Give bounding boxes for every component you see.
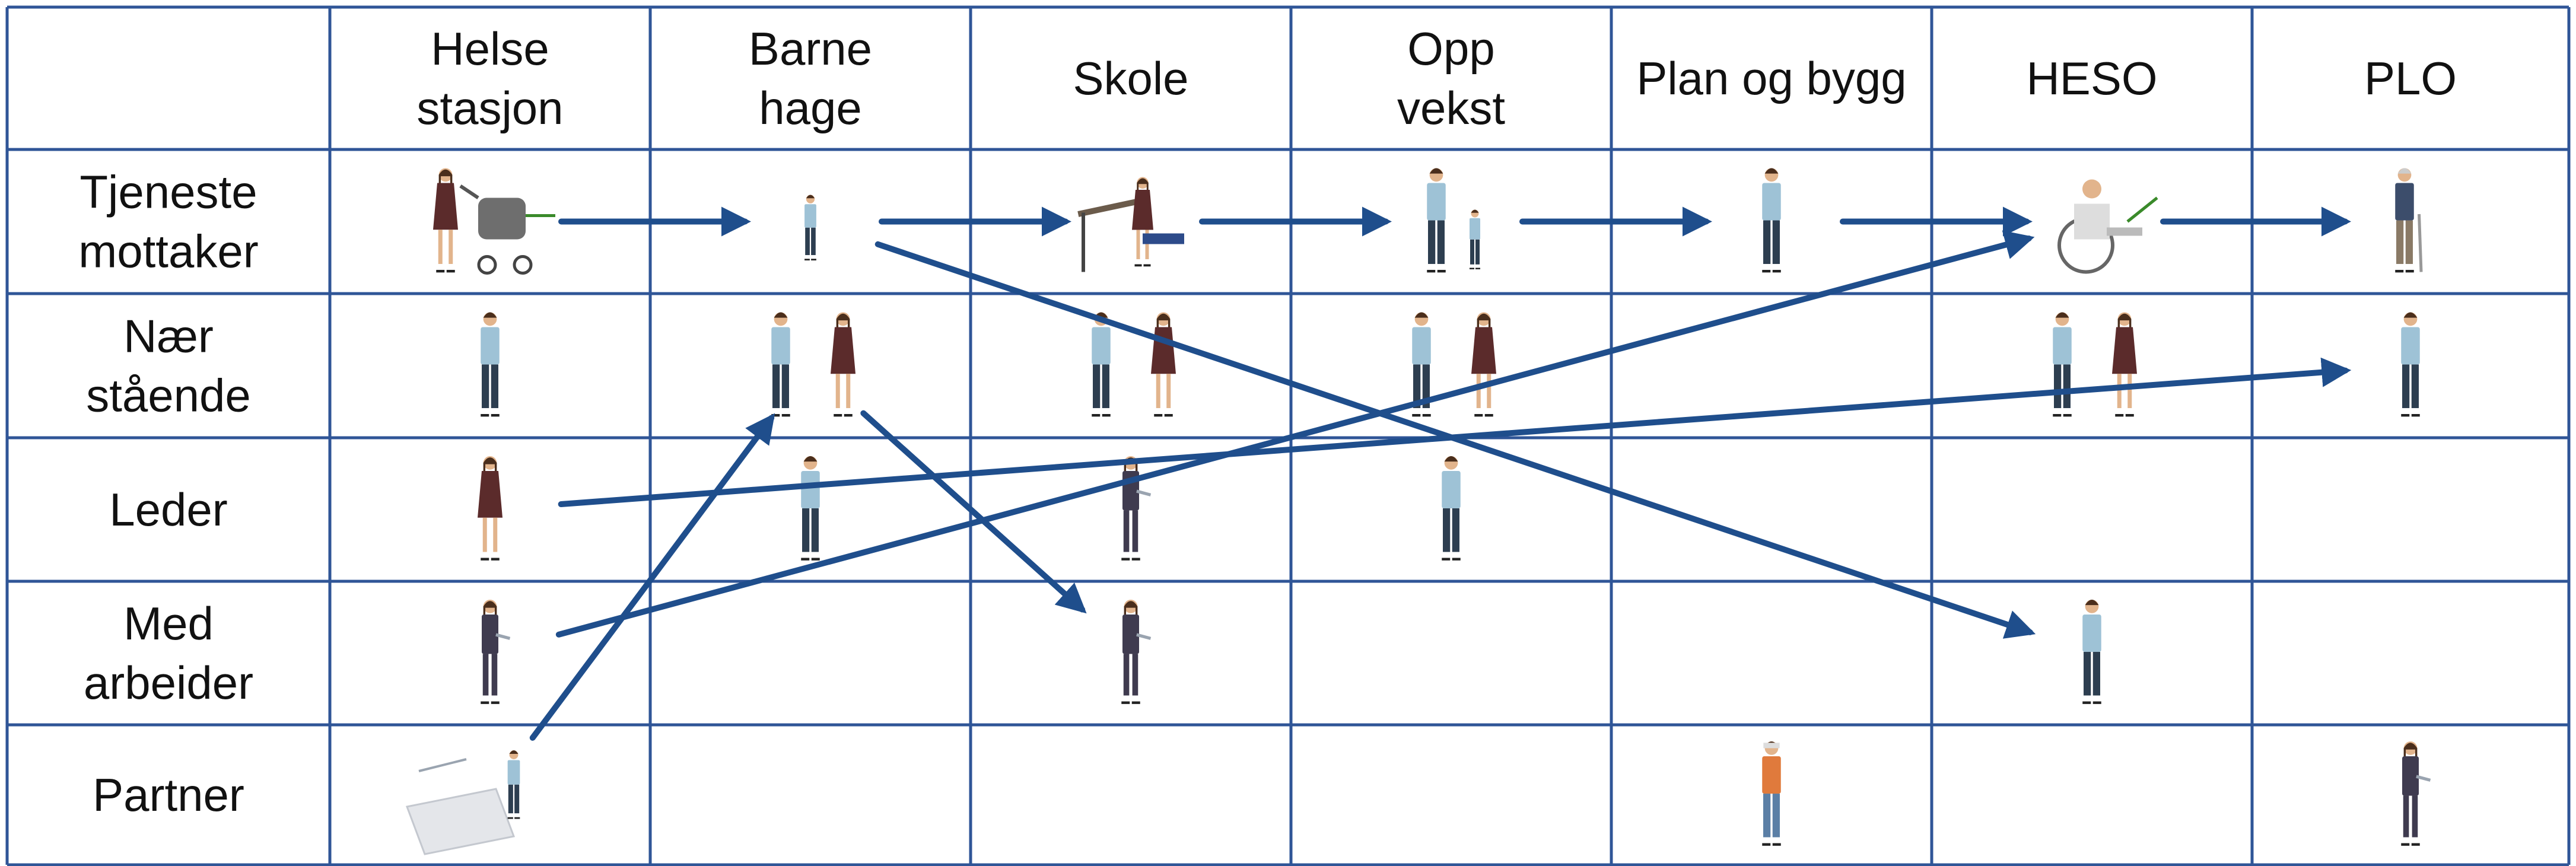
- man-icon: [1762, 168, 1781, 273]
- parent-with-child-icon: [1427, 168, 1480, 273]
- flow-arrow: [555, 230, 2035, 638]
- column-header: stasjon: [416, 82, 563, 134]
- column-header: HESO: [2026, 52, 2157, 104]
- man-icon: [1442, 456, 1461, 561]
- reception-desk-icon: [405, 750, 520, 855]
- couple-icon: [2053, 312, 2137, 417]
- row-header: arbeider: [84, 657, 253, 709]
- man-icon: [2401, 312, 2420, 417]
- man-icon: [801, 456, 820, 561]
- column-header: Helse: [431, 23, 549, 75]
- businesswoman-with-tablet-icon: [2401, 741, 2431, 846]
- flow-arrow: [860, 410, 1087, 614]
- construction-worker-icon: [1762, 741, 1781, 846]
- flow-arrow: [529, 413, 775, 741]
- man-icon: [481, 312, 500, 417]
- woman-with-stroller-icon: [433, 168, 555, 275]
- column-header: vekst: [1397, 82, 1505, 134]
- couple-icon: [1412, 312, 1496, 417]
- row-header: Tjeneste: [79, 166, 257, 218]
- student-at-desk-icon: [1077, 177, 1184, 272]
- column-header: hage: [759, 82, 862, 134]
- businesswoman-with-tablet-icon: [1121, 600, 1152, 704]
- child-icon: [804, 195, 816, 261]
- row-header: mottaker: [78, 225, 258, 278]
- table-headers: Helse stasjon Barne hage Skole Opp vekst Plan o…: [78, 23, 2457, 821]
- row-header: Partner: [93, 769, 244, 821]
- row-header: Med: [123, 597, 214, 650]
- people-figures: [405, 168, 2431, 855]
- woman-icon: [478, 456, 503, 561]
- elderly-in-wheelchair-icon: [2057, 179, 2158, 274]
- row-header: Nær: [123, 310, 214, 362]
- elderly-with-cane-icon: [2395, 168, 2423, 273]
- flow-arrows: [529, 206, 2352, 741]
- couple-icon: [771, 312, 856, 417]
- flow-arrow: [558, 357, 2352, 508]
- man-icon: [2082, 600, 2101, 704]
- businesswoman-with-tablet-icon: [481, 600, 511, 704]
- row-header: stående: [86, 370, 251, 422]
- column-header: Opp: [1407, 23, 1494, 75]
- column-header: Barne: [749, 23, 872, 75]
- column-header: Skole: [1073, 52, 1188, 104]
- column-header: PLO: [2364, 52, 2457, 104]
- businesswoman-with-tablet-icon: [1121, 456, 1152, 561]
- row-header: Leder: [109, 483, 228, 536]
- column-header: Plan og bygg: [1636, 52, 1906, 104]
